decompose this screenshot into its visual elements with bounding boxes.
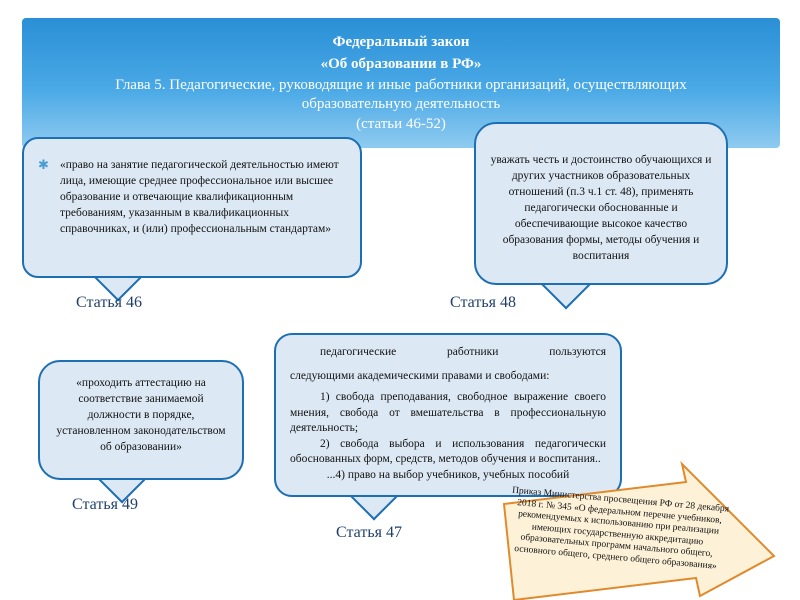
article-47-item-1: 1) свобода преподавания, свободное выраж…: [290, 391, 606, 434]
bubble-article-46: ✱ «право на занятие педагогической деяте…: [22, 137, 362, 278]
bullet-icon: ✱: [38, 157, 49, 172]
article-47-intro2: следующими академическими правами и своб…: [290, 369, 550, 382]
articles-range: (статьи 46-52): [356, 116, 446, 132]
law-name: «Об образовании в РФ»: [320, 56, 482, 72]
bubble-article-47: педагогические работники пользуются след…: [274, 333, 622, 497]
article-47-intro: педагогические работники пользуются: [320, 346, 606, 358]
article-48-text: уважать честь и достоинство обучающихся …: [490, 154, 712, 262]
bubble-article-49: «проходить аттестацию на соответствие за…: [38, 360, 244, 480]
law-title: Федеральный закон: [332, 34, 470, 50]
label-article-49: Статья 49: [72, 496, 138, 513]
bubble-article-48: уважать честь и достоинство обучающихся …: [474, 122, 728, 285]
label-article-46: Статья 46: [76, 294, 142, 311]
header-banner: Федеральный закон «Об образовании в РФ» …: [22, 18, 780, 148]
article-49-text: «проходить аттестацию на соответствие за…: [56, 377, 226, 453]
chapter-title: Глава 5. Педагогические, руководящие и и…: [115, 77, 687, 112]
label-article-47: Статья 47: [336, 524, 402, 541]
article-46-text: «право на занятие педагогической деятель…: [60, 159, 339, 235]
arrow-shape: [502, 460, 776, 600]
article-47-item-4: ...4) право на выбор учебников, учебных …: [326, 468, 570, 481]
label-article-48: Статья 48: [450, 294, 516, 311]
article-47-item-2: 2) свобода выбора и использования педаго…: [290, 437, 606, 466]
